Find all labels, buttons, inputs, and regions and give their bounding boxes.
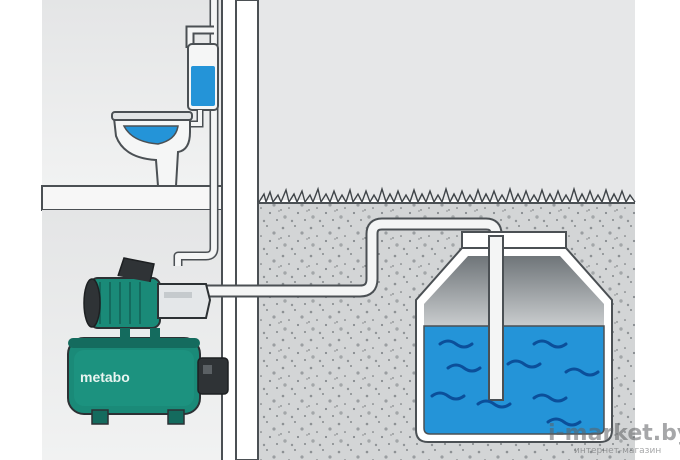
basement-room bbox=[42, 210, 222, 460]
water-tank-icon bbox=[415, 231, 613, 443]
building-wall bbox=[235, 0, 259, 460]
toilet-icon bbox=[111, 43, 219, 187]
outdoor-sky bbox=[259, 0, 635, 200]
suction-pipe bbox=[200, 217, 503, 398]
pump-brand-label: metabo bbox=[80, 369, 130, 385]
toilet-supply-pipe bbox=[185, 25, 214, 48]
watermark: i-market.by интернет-магазин bbox=[548, 421, 680, 456]
floor-slab bbox=[41, 185, 223, 211]
watermark-title: i-market.by bbox=[548, 421, 680, 446]
watermark-subtitle: интернет-магазин bbox=[574, 446, 661, 456]
pump-station-icon: metabo bbox=[67, 257, 229, 425]
grass-icon bbox=[258, 186, 636, 205]
riser-pipe bbox=[173, 0, 219, 266]
